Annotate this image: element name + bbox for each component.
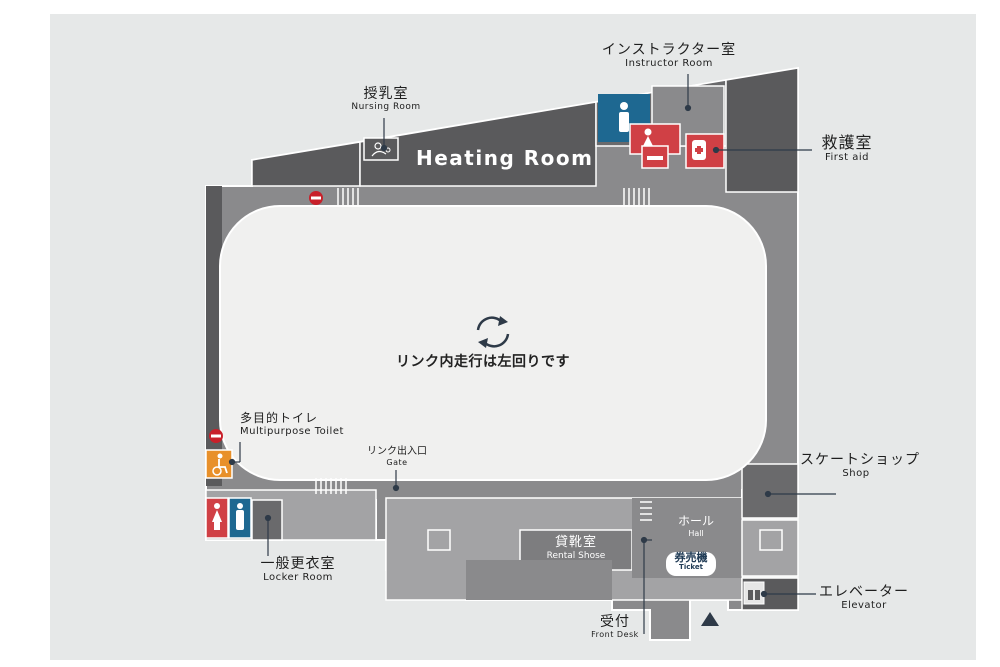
counter-clockwise-arrows-icon xyxy=(476,316,510,348)
rink-gate-label: リンク出入口 Gate xyxy=(362,446,432,467)
hall-jp: ホール xyxy=(677,514,714,528)
ticket-machine-jp: 券売機 xyxy=(674,551,708,564)
nursing-icon xyxy=(363,137,399,161)
locker-room-en: Locker Room xyxy=(263,572,333,584)
left-corridor xyxy=(206,186,222,486)
rink-gate-jp: リンク出入口 xyxy=(367,446,427,457)
instructor-room-en: Instructor Room xyxy=(625,58,713,70)
skate-shop-jp: スケートショップ xyxy=(800,452,920,468)
entrance-arrow-icon xyxy=(701,612,719,626)
elevator-en: Elevator xyxy=(841,600,887,612)
stair-right xyxy=(741,519,799,577)
leader-lines xyxy=(228,74,836,634)
multipurpose-toilet-jp: 多目的トイレ xyxy=(240,411,319,425)
rental-shoes-jp: 貸靴室 xyxy=(554,535,597,550)
multipurpose-toilet-en: Multipurpose Toilet xyxy=(240,425,344,437)
shop-block xyxy=(741,463,799,519)
locker-room-label: 一般更衣室 Locker Room xyxy=(250,556,346,584)
instructor-room-jp: インストラクター室 xyxy=(601,42,737,58)
elevator-jp: エレベーター xyxy=(819,584,909,600)
elevator-label: エレベーター Elevator xyxy=(814,584,914,612)
rental-shoes-en: Rental Shose xyxy=(546,550,606,561)
multipurpose-toilet-label: 多目的トイレ Multipurpose Toilet xyxy=(240,411,344,437)
ticket-machine-en: Ticket xyxy=(679,562,703,571)
rental-shoes-label: 貸靴室 Rental Shose xyxy=(522,535,630,561)
mens-toilet-icon xyxy=(228,497,252,539)
skate-shop-en: Shop xyxy=(842,468,870,480)
gate-markers xyxy=(315,188,650,494)
nursing-room-label: 授乳室 Nursing Room xyxy=(348,86,424,112)
first-aid-block xyxy=(725,67,799,193)
ice-rink xyxy=(219,205,767,481)
wheelchair-icon xyxy=(205,449,233,479)
first-aid-icon xyxy=(685,133,725,169)
front-desk-en: Front Desk xyxy=(591,630,639,640)
first-aid-en: First aid xyxy=(825,152,869,164)
hall-en: Hall xyxy=(688,528,704,538)
rink-gate-en: Gate xyxy=(386,457,408,467)
rink-direction-text: リンク内走行は左回りです xyxy=(396,354,570,370)
ticket-machine-label: 券売機 Ticket xyxy=(666,552,716,576)
womens-toilet-icon xyxy=(205,497,229,539)
front-desk-label: 受付 Front Desk xyxy=(590,614,640,639)
front-desk-area xyxy=(466,560,612,600)
elevator-icon xyxy=(743,581,765,605)
nursing-room-en: Nursing Room xyxy=(351,102,421,113)
heating-room xyxy=(359,101,597,187)
nursing-room-jp: 授乳室 xyxy=(363,86,409,102)
hall-label: ホール Hall xyxy=(666,514,726,538)
rest-bed-icon xyxy=(641,145,669,169)
no-entry-icon xyxy=(209,191,323,443)
locker-room-jp: 一般更衣室 xyxy=(260,556,336,572)
instructor-room-label: インストラクター室 Instructor Room xyxy=(594,42,744,70)
skate-shop-label: スケートショップ Shop xyxy=(800,452,920,480)
stairs xyxy=(427,501,783,551)
first-aid-jp: 救護室 xyxy=(821,133,873,152)
front-desk-jp: 受付 xyxy=(600,614,630,630)
heating-room-label: Heating Room xyxy=(416,146,594,170)
first-aid-label: 救護室 First aid xyxy=(812,133,882,164)
